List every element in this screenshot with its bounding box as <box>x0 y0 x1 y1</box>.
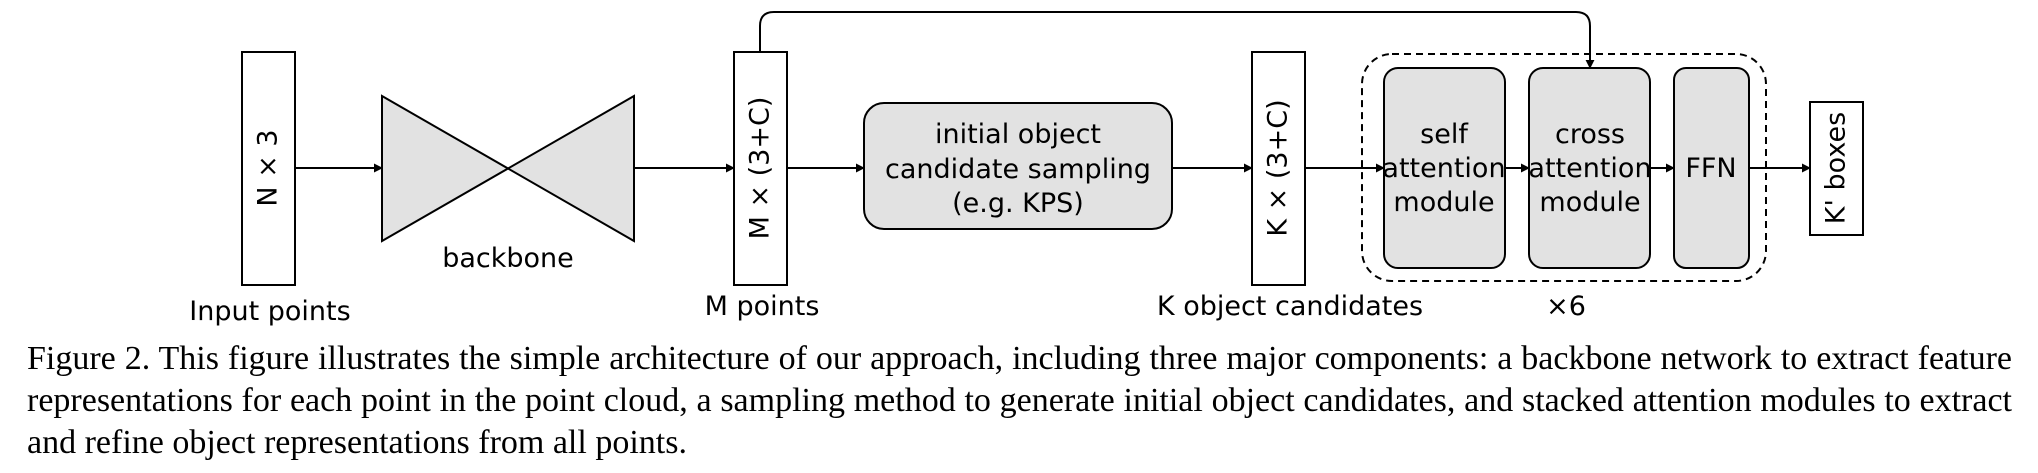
sampling-line-2: candidate sampling <box>885 154 1151 185</box>
backbone-shape <box>381 94 635 243</box>
self-attention-line-1: self <box>1420 119 1469 150</box>
cross-attention-line-2: attention <box>1528 153 1651 184</box>
sampling-box <box>863 102 1173 230</box>
cross-attention-line-1: cross <box>1555 119 1625 150</box>
candidate-tensor-box <box>1251 51 1306 286</box>
figure-caption: Figure 2. This figure illustrates the si… <box>27 340 2012 461</box>
architecture-diagram: N × 3 Input points backbone M × (3+C) M … <box>189 11 1864 327</box>
mid-tensor-label: M × (3+C) <box>745 97 776 240</box>
ffn-label: FFN <box>1685 153 1736 184</box>
self-attention-line-2: attention <box>1382 153 1505 184</box>
input-tensor-label: N × 3 <box>253 129 284 206</box>
input-tensor-box <box>241 51 296 286</box>
cross-attention-line-3: module <box>1539 187 1640 218</box>
output-label: K' boxes <box>1821 112 1852 224</box>
input-caption: Input points <box>189 296 350 327</box>
repeat-count: ×6 <box>1546 291 1586 322</box>
backbone-label: backbone <box>442 243 574 274</box>
skip-connection-arrow <box>759 11 1595 69</box>
candidate-caption: K object candidates <box>1157 291 1423 322</box>
sampling-line-1: initial object <box>935 119 1101 150</box>
candidate-tensor-label: K × (3+C) <box>1263 99 1294 236</box>
sampling-line-3: (e.g. KPS) <box>952 188 1084 219</box>
output-box <box>1809 101 1864 236</box>
mid-caption: M points <box>705 291 820 322</box>
self-attention-line-3: module <box>1393 187 1494 218</box>
